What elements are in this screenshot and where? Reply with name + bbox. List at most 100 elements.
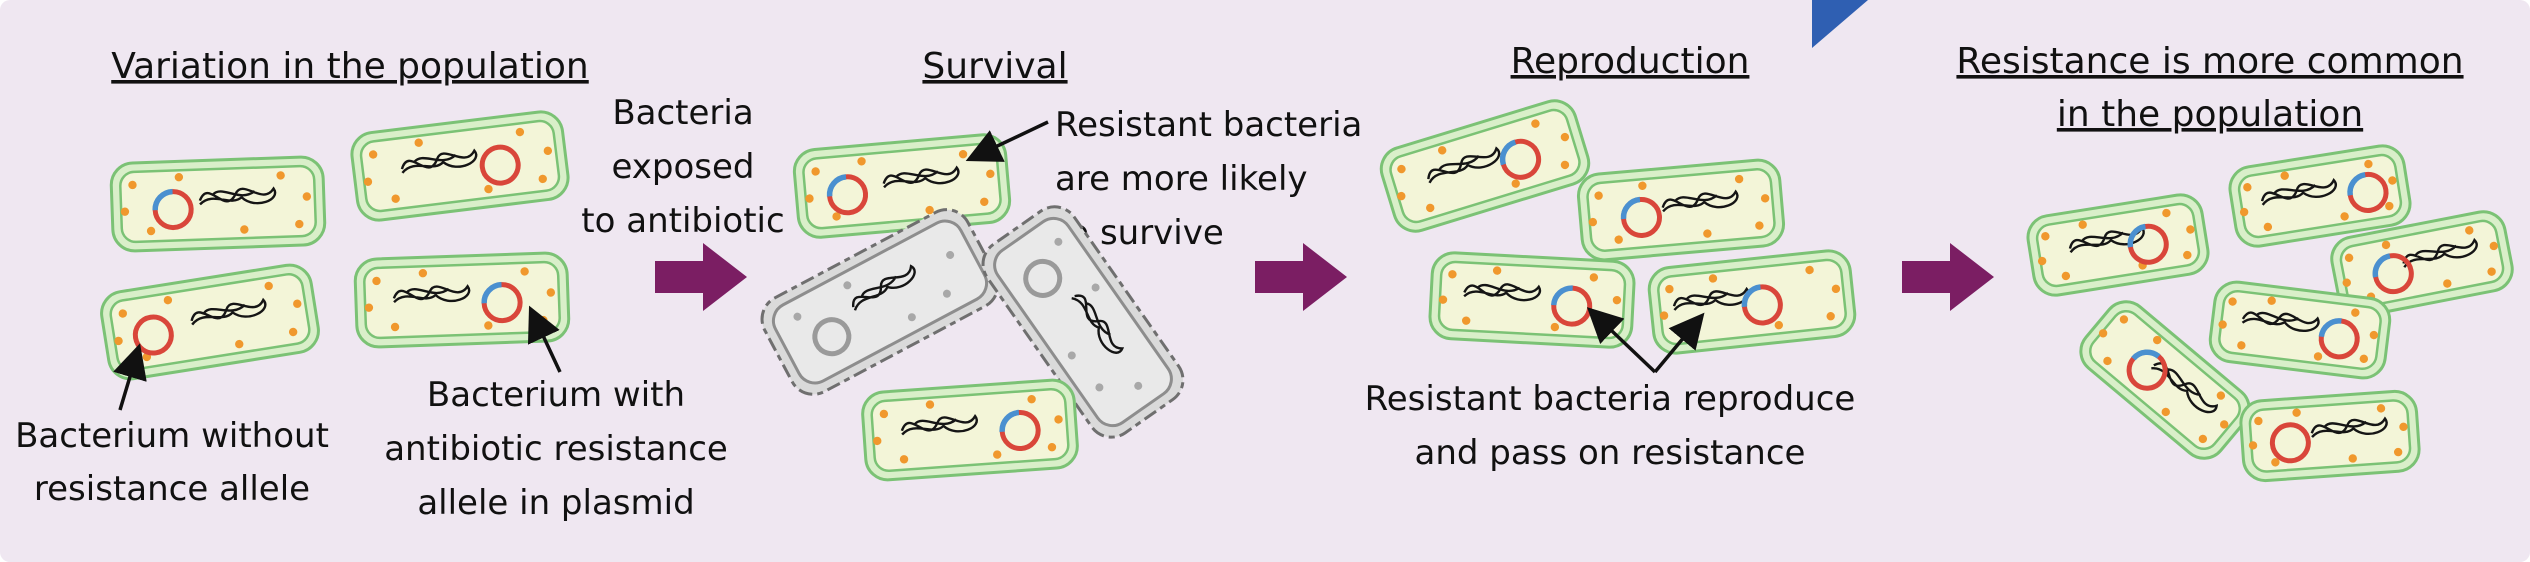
dna-icon: [1672, 286, 1750, 311]
ribosome-dot: [2376, 404, 2386, 413]
ribosome-dot: [2348, 454, 2357, 463]
pointer-arrow-icon-with: [527, 305, 562, 373]
ribosome-dot: [1531, 119, 1540, 128]
dna-icon: [852, 264, 916, 311]
resistance-gene-icon: [999, 409, 1020, 432]
corner-shape: [1812, 0, 1868, 48]
ribosome-dot: [128, 180, 137, 190]
ribosome-dot: [368, 150, 378, 159]
ribosome-dot: [1047, 443, 1057, 452]
plasmid-icon: [2127, 223, 2169, 265]
ribosome-dot: [2183, 250, 2192, 260]
ribosome-dot: [1461, 316, 1471, 325]
ribosome-dot: [907, 313, 916, 322]
ribosome-dot: [1067, 351, 1076, 360]
ribosome-dot: [2098, 329, 2108, 338]
cell-membrane: [2035, 202, 2201, 288]
label-without-resistance-line1: Bacterium without: [15, 416, 329, 456]
bacterium: [100, 263, 320, 381]
dna-icon: [400, 148, 478, 174]
ribosome-dot: [264, 281, 273, 291]
resistance-gene-icon: [2131, 349, 2161, 361]
title-reproduction: Reproduction: [1511, 41, 1750, 82]
resistance-gene-icon: [1741, 284, 1762, 308]
ribosome-dot: [1054, 237, 1063, 246]
arrow-layer: [113, 120, 1994, 411]
dna-icon: [2241, 311, 2320, 332]
resistance-gene-icon: [2347, 171, 2366, 196]
ribosome-dot: [2271, 458, 2280, 467]
ribosome-dot: [1665, 284, 1674, 294]
dna-icon: [1427, 146, 1501, 184]
ribosome-dot: [2216, 391, 2226, 400]
dead-plasmid-icon: [812, 317, 852, 357]
ribosome-dot: [2254, 416, 2263, 426]
ribosome-dot: [295, 219, 304, 229]
ribosome-dot: [1831, 284, 1841, 294]
ribosome-dot: [958, 149, 968, 159]
resistance-gene-icon: [481, 281, 502, 304]
pointer-arrow-icon-reproduce-1: [1586, 307, 1657, 374]
ribosome-dot: [2388, 176, 2397, 185]
label-reproduce-line2: and pass on resistance: [1415, 433, 1806, 473]
ribosome-dot: [2248, 441, 2258, 450]
bacterium: [2026, 193, 2210, 297]
ribosome-dot: [1492, 266, 1502, 275]
ribosome-dot: [276, 171, 285, 180]
ribosome-dot: [2219, 420, 2229, 429]
ribosome-dot: [2218, 320, 2227, 329]
ribosome-dot: [1774, 320, 1784, 330]
ribosome-dot: [1438, 295, 1448, 304]
ribosome-dot: [114, 336, 123, 346]
bacterium: [109, 155, 327, 253]
ribosome-dot: [2364, 159, 2373, 169]
bacterium: [1379, 99, 1591, 233]
ribosome-dot: [2344, 253, 2354, 263]
label-without-resistance-line2: resistance allele: [34, 469, 310, 509]
ribosome-dot: [993, 450, 1002, 459]
ribosome-dot: [288, 327, 298, 337]
ribosome-dot: [811, 167, 820, 176]
ribosome-dot: [2489, 241, 2498, 251]
ribosome-dot: [2263, 222, 2273, 232]
ribosome-dot: [520, 267, 529, 276]
ribosome-dot: [391, 194, 400, 203]
ribosome-dot: [925, 205, 934, 215]
ribosome-dot: [2041, 232, 2050, 241]
dna-icon: [2260, 178, 2337, 206]
dna-icon: [2151, 362, 2219, 414]
ribosome-dot: [414, 138, 423, 147]
ribosome-dot: [2359, 354, 2369, 363]
ribosome-dot: [843, 281, 852, 290]
ribosome-dot: [2280, 171, 2289, 180]
bacterium: [1428, 251, 1636, 349]
ribosome-dot: [1638, 181, 1647, 190]
ribosome-dot: [946, 250, 955, 259]
ribosome-dot: [1437, 146, 1447, 155]
dna-icon: [190, 297, 267, 326]
ribosome-dot: [240, 225, 249, 234]
ribosome-dot: [2119, 315, 2129, 324]
title-variation: Variation in the population: [111, 46, 589, 87]
bacterium: [2208, 280, 2392, 380]
title-result-line2: in the population: [2057, 94, 2363, 135]
plasmid-icon: [479, 144, 521, 186]
label-with-resistance-line2: antibiotic resistance: [384, 429, 728, 469]
ribosome-dot: [293, 299, 302, 308]
ribosome-dot: [986, 169, 995, 179]
bacterium: [350, 110, 570, 222]
ribosome-dot: [925, 400, 935, 409]
ribosome-dot: [484, 184, 493, 194]
plasmid-icon: [827, 174, 869, 216]
ribosome-dot: [2078, 220, 2087, 229]
bacterium: [2228, 144, 2412, 248]
ribosome-dot: [899, 455, 909, 464]
label-survive-line1: Resistant bacteria: [1055, 105, 1362, 145]
resistance-gene-icon: [152, 188, 173, 211]
label-with-resistance-line1: Bacterium with: [427, 375, 685, 415]
resistance-gene-icon: [2127, 223, 2147, 248]
bacterium: [2239, 389, 2421, 483]
bacterium: [353, 251, 571, 349]
ribosome-dot: [2443, 279, 2452, 288]
